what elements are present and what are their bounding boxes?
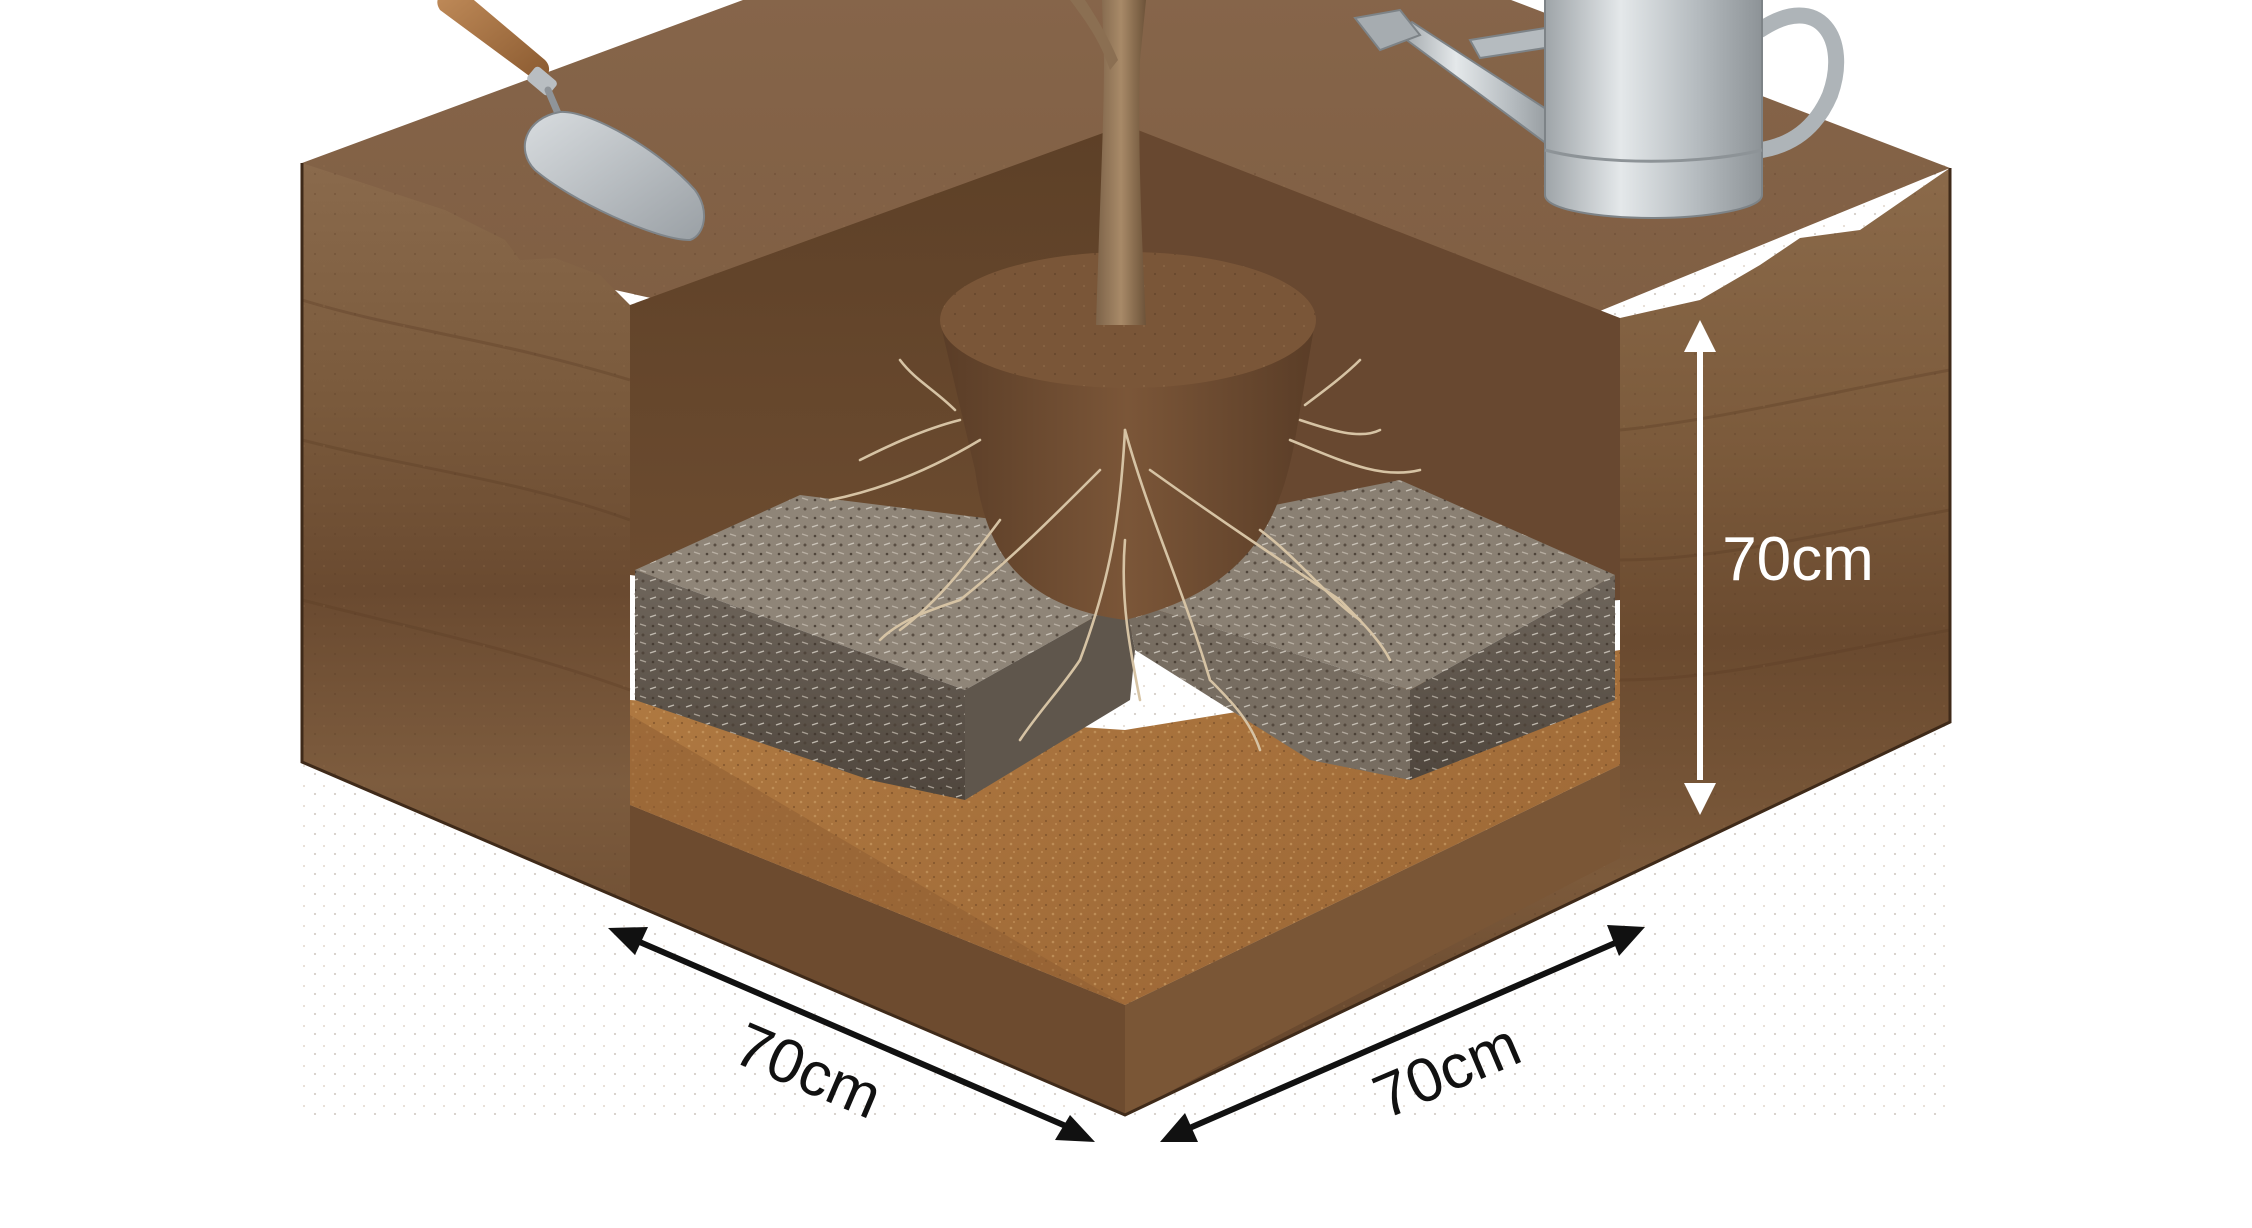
tree-branch [1070, 0, 1118, 70]
trowel-icon [437, 0, 706, 242]
roots [828, 358, 1422, 752]
depth-label: 70cm [1722, 525, 1874, 594]
trowel-blade [523, 110, 706, 242]
soil-front-right [1125, 765, 1620, 1115]
depth-dimension: 70cm [1684, 320, 1874, 815]
trowel-handle [437, 0, 550, 80]
tree-trunk [1096, 0, 1146, 325]
watering-can-body [1544, 0, 1763, 220]
subsoil-front [630, 715, 1125, 1005]
watering-can-handle [1752, 7, 1845, 158]
soil-front-left [630, 805, 1125, 1115]
tree-icon [828, 0, 1422, 752]
planting-pit [630, 125, 1620, 1005]
watering-can-icon [1353, 0, 1845, 220]
